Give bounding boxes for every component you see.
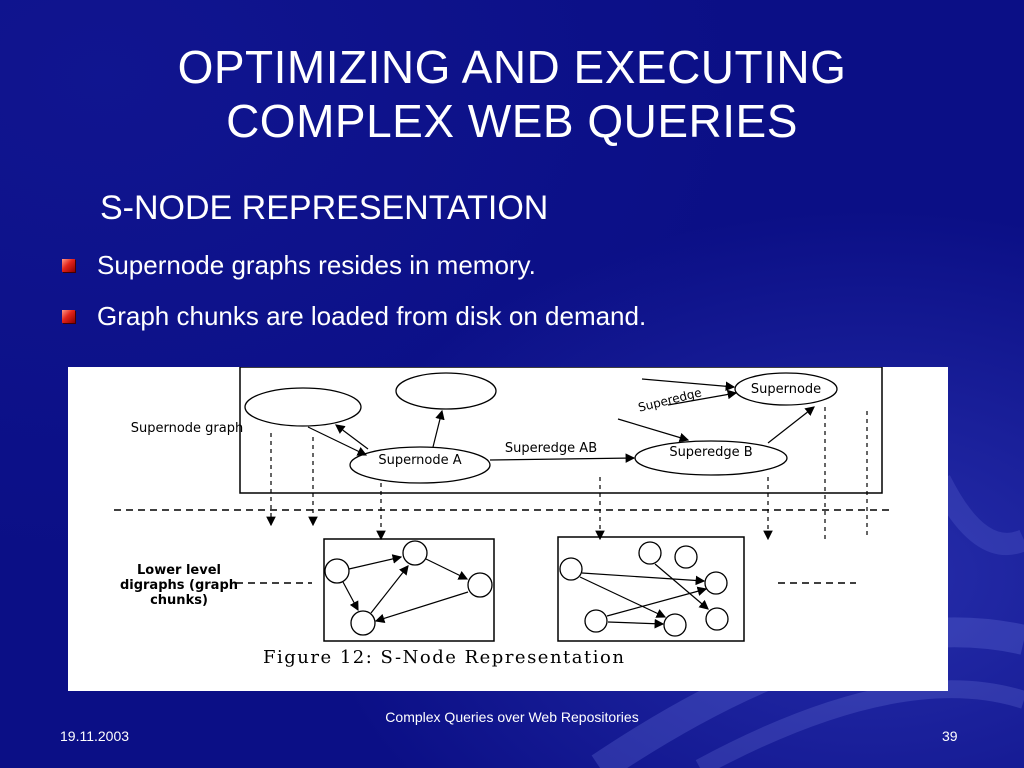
label-supernode-top: Supernode (750, 382, 822, 397)
chunk-node (584, 609, 608, 633)
chunk-node (467, 572, 493, 598)
chunk-node (705, 607, 729, 631)
chunk-node (674, 545, 698, 569)
snode-figure: Supernode graph Lower level digraphs (gr… (68, 367, 948, 691)
chunk-node (559, 557, 583, 581)
chunk-node (324, 558, 350, 584)
footer-title: Complex Queries over Web Repositories (385, 709, 639, 725)
chunk-edge (348, 554, 403, 570)
slide-title: OPTIMIZING AND EXECUTING COMPLEX WEB QUE… (177, 41, 847, 147)
chunk-edge (425, 558, 469, 580)
chunk-edge (606, 586, 708, 617)
ellipse-top (395, 372, 497, 410)
chunk-node (350, 610, 376, 636)
chunk-edge (374, 591, 469, 624)
chunk-edge (654, 563, 709, 610)
supernode-graph-box (239, 367, 883, 494)
bullet-text: Graph chunks are loaded from disk on dem… (97, 301, 647, 331)
label-superedge-ab: Superedge AB (504, 441, 598, 456)
bullet-item: Supernode graphs resides in memory. (62, 249, 536, 281)
footer-page-number: 39 (942, 728, 958, 744)
chunk-node (663, 613, 687, 637)
edge-superedge-ab (489, 453, 636, 463)
chunk-edge (581, 572, 706, 586)
footer-date: 19.11.2003 (60, 728, 130, 744)
chunk-node (402, 540, 428, 566)
bullet-text: Supernode graphs resides in memory. (97, 250, 536, 280)
chunk-edge (607, 618, 665, 629)
chunk-edge (370, 565, 409, 614)
bullet-item: Graph chunks are loaded from disk on dem… (62, 300, 646, 332)
snode-diagram (114, 367, 890, 642)
chunk-edge (579, 576, 667, 618)
ellipse-supernode-a (349, 446, 491, 484)
graph-chunk-box-2 (557, 536, 745, 642)
edge (335, 424, 369, 450)
label-lower-level: Lower level digraphs (graph chunks) (119, 563, 239, 608)
chunk-edge (342, 581, 359, 612)
ellipse-left (244, 387, 362, 427)
edge (307, 426, 368, 456)
edge (432, 409, 445, 448)
graph-chunk-box-1 (323, 538, 495, 642)
bullet-square-icon (62, 258, 75, 272)
label-supernode-graph: Supernode graph (130, 421, 244, 436)
chunk-node (638, 541, 662, 565)
slide-subtitle: S-NODE REPRESENTATION (100, 189, 549, 227)
edge (667, 389, 738, 406)
figure-caption: Figure 12: S-Node Representation (263, 647, 626, 668)
label-supernode-a: Supernode A (378, 453, 462, 468)
edge (641, 378, 736, 392)
chunk-node (704, 571, 728, 595)
bullet-square-icon (62, 309, 75, 323)
label-supernode-b: Superedge B (669, 445, 753, 460)
edge (617, 418, 690, 443)
edge (767, 406, 815, 444)
